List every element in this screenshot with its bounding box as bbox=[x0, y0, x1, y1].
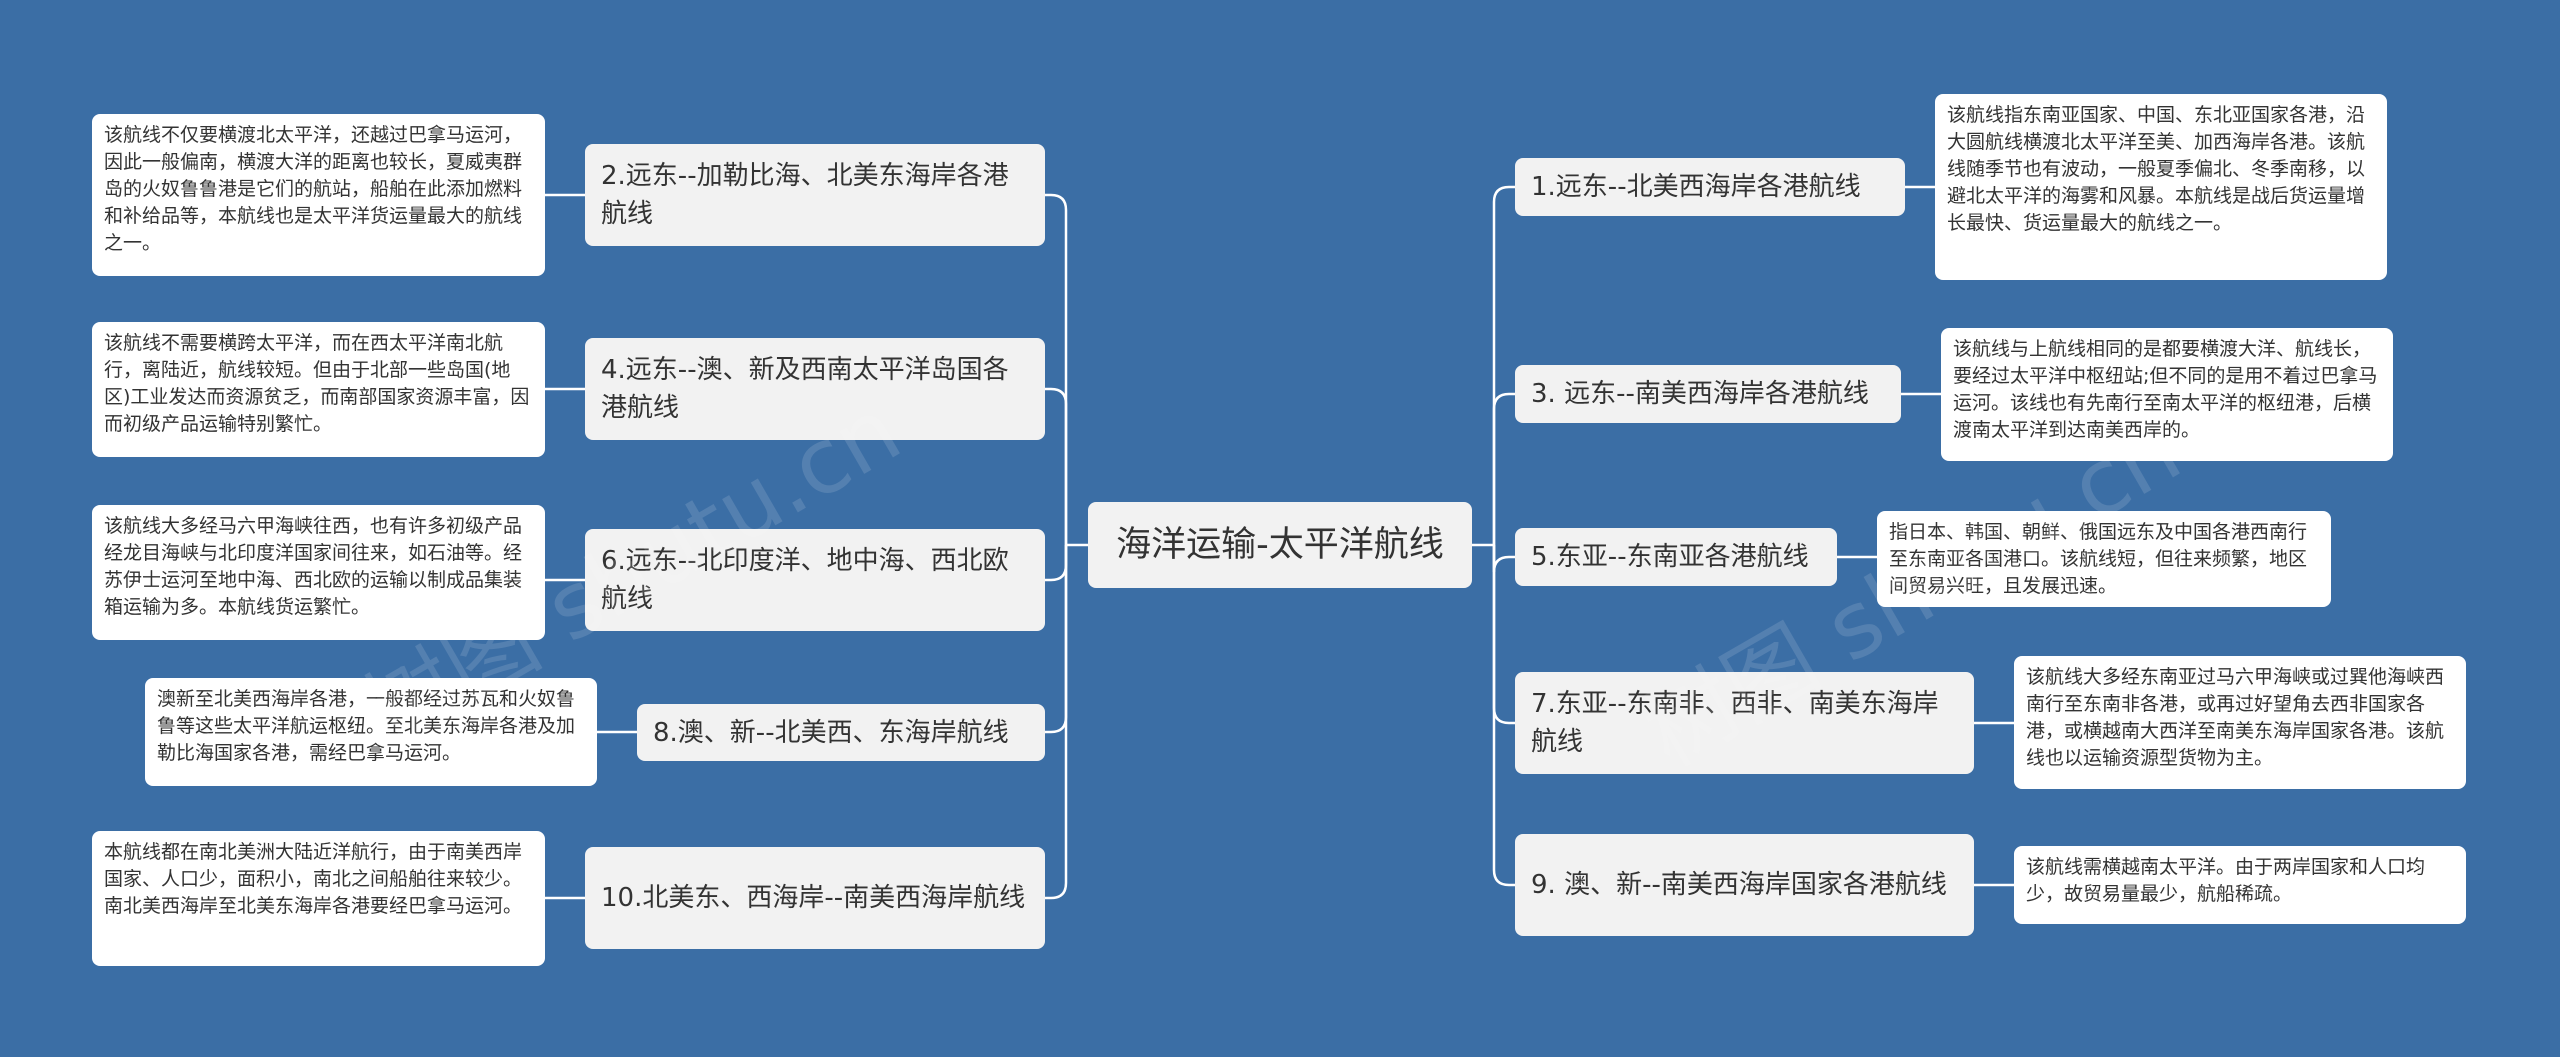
detail-route-5: 指日本、韩国、朝鲜、俄国远东及中国各港西南行至东南亚各国港口。该航线短，但往来频… bbox=[1877, 511, 2331, 607]
branch-route-9[interactable]: 9. 澳、新--南美西海岸国家各港航线 bbox=[1515, 834, 1974, 936]
connector-right-3 bbox=[1492, 392, 1515, 545]
detail-route-8: 澳新至北美西海岸各港，一般都经过苏瓦和火奴鲁鲁等这些太平洋航运枢纽。至北美东海岸… bbox=[145, 678, 597, 786]
connector-right-7 bbox=[1492, 545, 1515, 725]
detail-route-3: 该航线与上航线相同的是都要横渡大洋、航线长，要经过太平洋中枢纽站;但不同的是用不… bbox=[1941, 328, 2393, 461]
branch-label: 8.澳、新--北美西、东海岸航线 bbox=[653, 717, 1009, 748]
branch-label: 7.东亚--东南非、西非、南美东海岸航线 bbox=[1531, 689, 1939, 757]
branch-label: 10.北美东、西海岸--南美西海岸航线 bbox=[601, 883, 1026, 913]
branch-route-5[interactable]: 5.东亚--东南亚各港航线 bbox=[1515, 528, 1837, 586]
branch-route-8[interactable]: 8.澳、新--北美西、东海岸航线 bbox=[637, 704, 1045, 761]
connector-left-10 bbox=[1045, 545, 1068, 900]
connector-right-1 bbox=[1492, 185, 1515, 545]
branch-route-6[interactable]: 6.远东--北印度洋、地中海、西北欧航线 bbox=[585, 529, 1045, 631]
detail-route-9: 该航线需横越南太平洋。由于两岸国家和人口均少，故贸易量最少，航船稀疏。 bbox=[2014, 846, 2466, 924]
branch-route-3[interactable]: 3. 远东--南美西海岸各港航线 bbox=[1515, 365, 1901, 423]
detail-route-7: 该航线大多经东南亚过马六甲海峡或过巽他海峡西南行至东南非各港，或再过好望角去西非… bbox=[2014, 656, 2466, 789]
branch-route-1[interactable]: 1.远东--北美西海岸各港航线 bbox=[1515, 158, 1905, 216]
branch-label: 4.远东--澳、新及西南太平洋岛国各港航线 bbox=[601, 355, 1009, 423]
branch-label: 5.东亚--东南亚各港航线 bbox=[1531, 542, 1809, 572]
connector-left-6 bbox=[1045, 545, 1068, 582]
root-topic[interactable]: 海洋运输-太平洋航线 bbox=[1088, 502, 1472, 588]
branch-route-2[interactable]: 2.远东--加勒比海、北美东海岸各港航线 bbox=[585, 144, 1045, 246]
branch-label: 3. 远东--南美西海岸各港航线 bbox=[1531, 379, 1869, 409]
branch-label: 1.远东--北美西海岸各港航线 bbox=[1531, 172, 1861, 202]
branch-route-7[interactable]: 7.东亚--东南非、西非、南美东海岸航线 bbox=[1515, 672, 1974, 774]
connector-left-2 bbox=[1045, 193, 1068, 545]
detail-route-4: 该航线不需要横跨太平洋，而在西太平洋南北航行，离陆近，航线较短。但由于北部一些岛… bbox=[92, 322, 545, 457]
branch-label: 2.远东--加勒比海、北美东海岸各港航线 bbox=[601, 161, 1009, 229]
connector-left-8 bbox=[1045, 545, 1068, 734]
branch-route-4[interactable]: 4.远东--澳、新及西南太平洋岛国各港航线 bbox=[585, 338, 1045, 440]
detail-route-1: 该航线指东南亚国家、中国、东北亚国家各港，沿大圆航线横渡北太平洋至美、加西海岸各… bbox=[1935, 94, 2387, 280]
connector-right-9 bbox=[1492, 545, 1515, 887]
branch-route-10[interactable]: 10.北美东、西海岸--南美西海岸航线 bbox=[585, 847, 1045, 949]
branch-label: 6.远东--北印度洋、地中海、西北欧航线 bbox=[601, 546, 1009, 614]
detail-route-6: 该航线大多经马六甲海峡往西，也有许多初级产品经龙目海峡与北印度洋国家间往来，如石… bbox=[92, 505, 545, 640]
detail-route-2: 该航线不仅要横渡北太平洋，还越过巴拿马运河，因此一般偏南，横渡大洋的距离也较长，… bbox=[92, 114, 545, 276]
detail-route-10: 本航线都在南北美洲大陆近洋航行，由于南美西岸国家、人口少，面积小，南北之间船舶往… bbox=[92, 831, 545, 966]
connector-left-4 bbox=[1045, 387, 1068, 545]
connector-right-5 bbox=[1492, 545, 1515, 573]
branch-label: 9. 澳、新--南美西海岸国家各港航线 bbox=[1531, 870, 1947, 900]
